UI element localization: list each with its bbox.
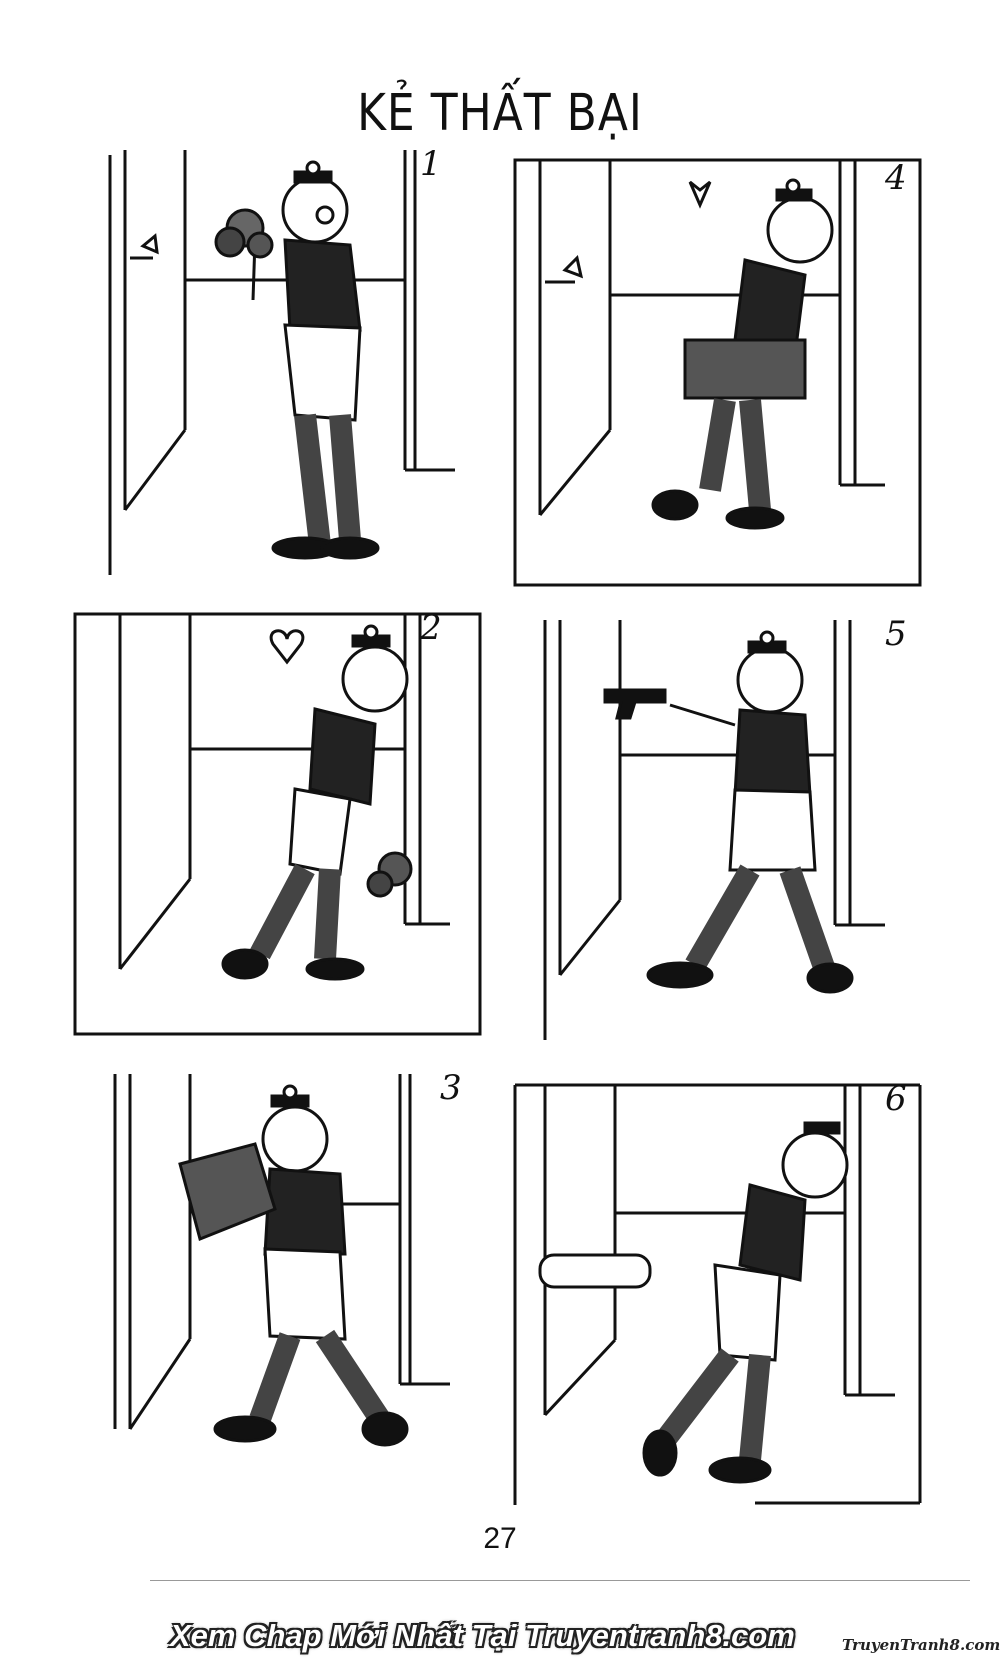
- panel-number: 2: [420, 608, 442, 648]
- panel-5: 5: [543, 614, 920, 1044]
- panel-2: 2: [73, 608, 482, 1038]
- watermark-text: Xem Chap Mới Nhất Tại Truyentranh8.com: [170, 1618, 795, 1653]
- panel-number: 5: [885, 614, 907, 654]
- panel-number: 4: [885, 158, 907, 198]
- footer-divider: [150, 1580, 970, 1581]
- panel-1-artwork: [108, 150, 455, 575]
- panel-number: 3: [440, 1068, 462, 1108]
- panel-2-artwork: [73, 612, 482, 1036]
- panel-number: 6: [885, 1079, 907, 1119]
- panel-3-artwork: [113, 1074, 450, 1447]
- panel-6: 6: [513, 1079, 922, 1505]
- panel-6-artwork: [513, 1083, 922, 1505]
- panel-number: 1: [420, 144, 442, 184]
- panel-4-artwork: [513, 158, 922, 587]
- site-logo: TruyenTranh8.com: [842, 1636, 1000, 1654]
- panel-5-artwork: [543, 620, 885, 1040]
- page-number: 27: [483, 1522, 517, 1555]
- panel-3: 3: [110, 1068, 480, 1514]
- page-title: KẺ THẤT BẠI: [357, 84, 643, 143]
- panel-1: 1: [105, 144, 480, 580]
- panel-4: 4: [513, 158, 922, 590]
